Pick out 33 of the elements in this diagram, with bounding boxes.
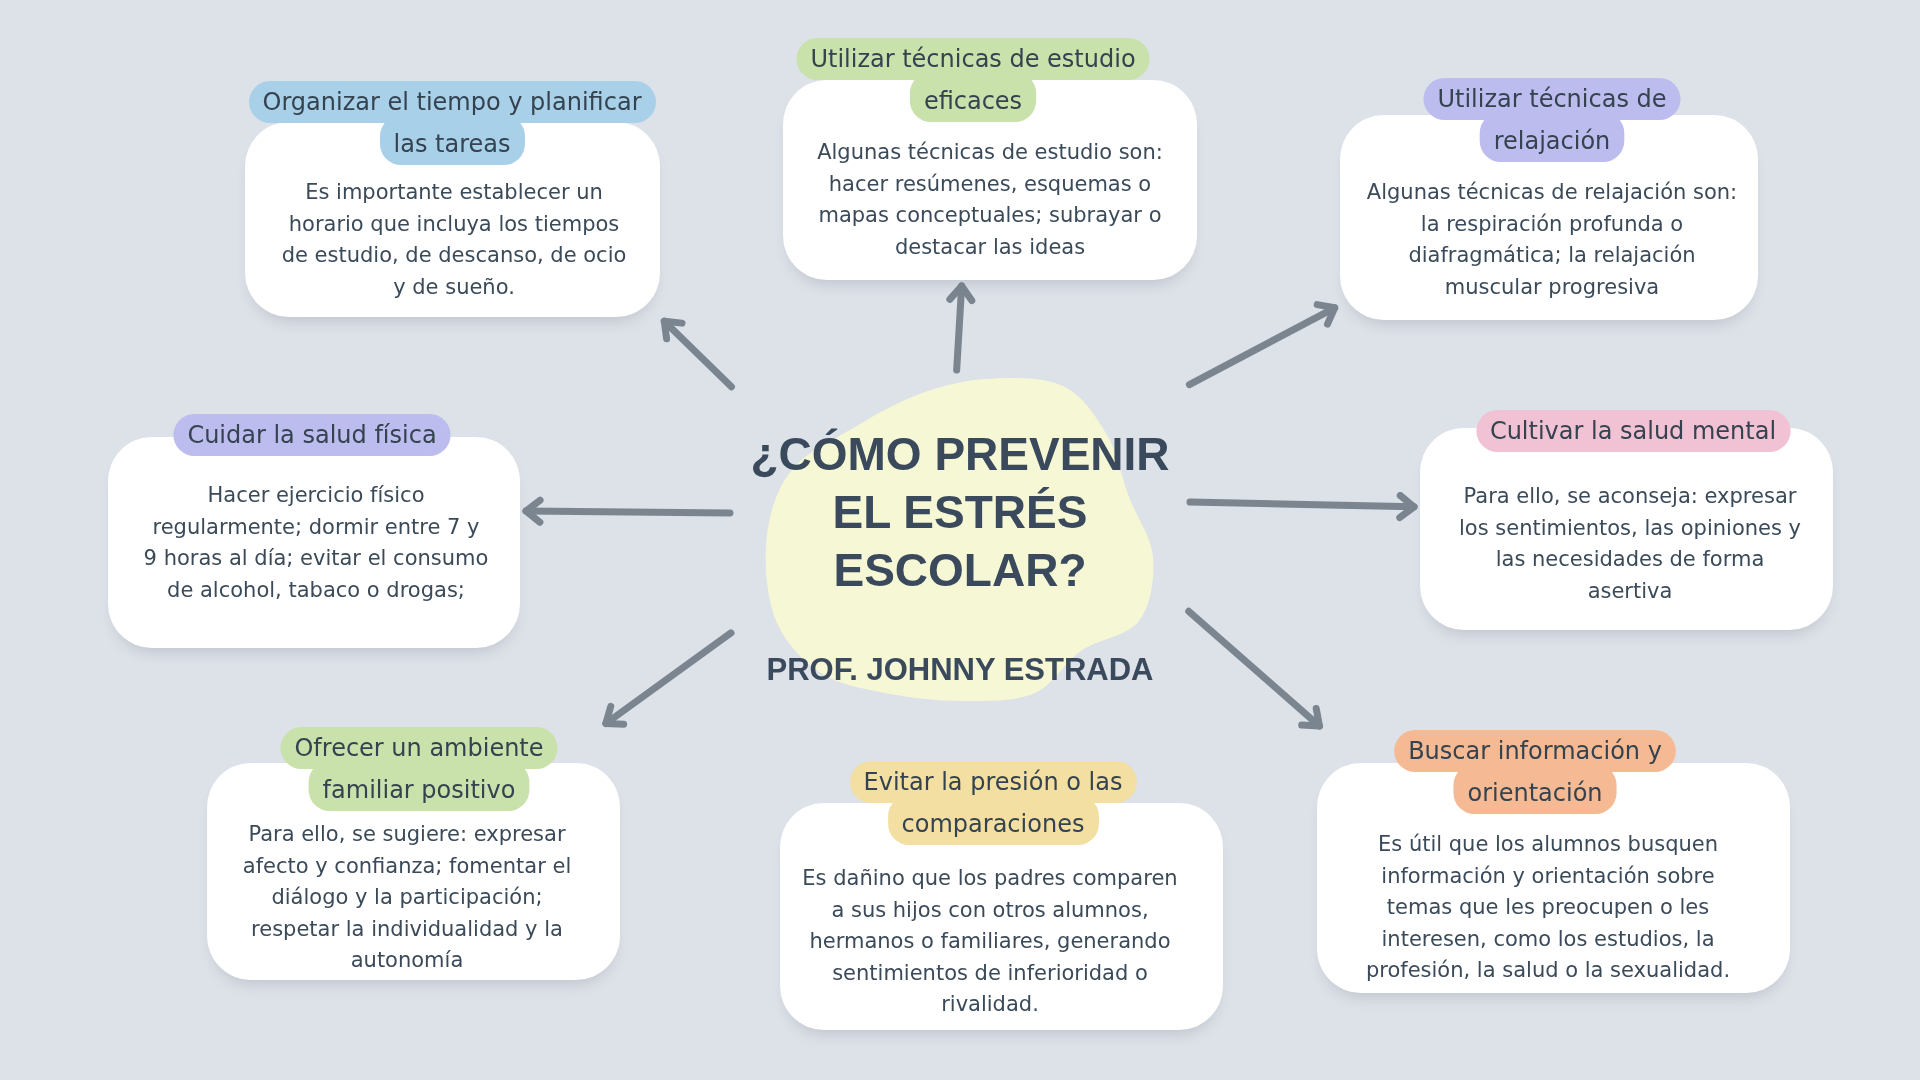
arrow <box>1185 301 1339 389</box>
card-text: Es dañino que los padres comparen a sus hijos con otros alumnos, hermanos o familiares, generando sentimientos de inferioridad o rivalidad. <box>801 865 1179 1018</box>
topic-card <box>108 414 520 648</box>
topic-card <box>1340 78 1758 320</box>
topic-card <box>245 81 660 317</box>
card-heading: Cultivar la salud mental <box>1474 410 1792 452</box>
arrow <box>522 496 734 526</box>
card-text: Hacer ejercicio físico regularmente; dormir entre 7 y 9 horas al día; evitar el consumo de alcohol, tabaco o drogas; <box>143 482 489 604</box>
card-heading: Utilizar técnicas de estudio eficaces <box>795 38 1151 122</box>
card-text: Es importante establecer un horario que incluya los tiempos de estudio, de descanso, de ocio y de sueño. <box>280 179 628 301</box>
arrow <box>602 629 735 728</box>
topic-card <box>1317 730 1790 993</box>
card-heading: Utilizar técnicas de relajación <box>1422 78 1682 162</box>
author-name: PROF. JOHNNY ESTRADA <box>765 652 1155 688</box>
card-heading: Evitar la presión o las comparaciones <box>848 761 1138 845</box>
arrow <box>660 317 735 391</box>
card-text: Algunas técnicas de estudio son: hacer resúmenes, esquemas o mapas conceptuales; subrayar o destacar las ideas <box>816 139 1164 261</box>
card-text: Para ello, se sugiere: expresar afecto y confianza; fomentar el diálogo y la participación; respetar la individualidad y la autonomía <box>241 821 573 974</box>
card-text: Para ello, se aconseja: expresar los sentimientos, las opiniones y las necesidades de forma asertiva <box>1458 483 1802 605</box>
card-text: Algunas técnicas de relajación son: la respiración profunda o diafragmática; la relajación muscular progresiva <box>1365 179 1739 301</box>
main-title: ¿CÓMO PREVENIR EL ESTRÉS ESCOLAR? <box>749 427 1171 598</box>
card-text: Es útil que los alumnos busquen información y orientación sobre temas que les preocupen o les interesen, como los estudios, la profesión, la salud o la sexualidad. <box>1364 831 1732 984</box>
topic-card <box>207 727 620 980</box>
topic-card <box>783 38 1197 280</box>
arrow <box>946 282 976 374</box>
card-heading: Organizar el tiempo y planificar las tareas <box>247 81 657 165</box>
topic-card <box>780 761 1223 1030</box>
card-heading: Cuidar la salud física <box>172 414 452 456</box>
arrow <box>1185 607 1323 730</box>
topic-card <box>1420 410 1833 630</box>
card-heading: Ofrecer un ambiente familiar positivo <box>279 727 559 811</box>
card-heading: Buscar información y orientación <box>1393 730 1677 814</box>
arrow <box>1186 492 1418 522</box>
